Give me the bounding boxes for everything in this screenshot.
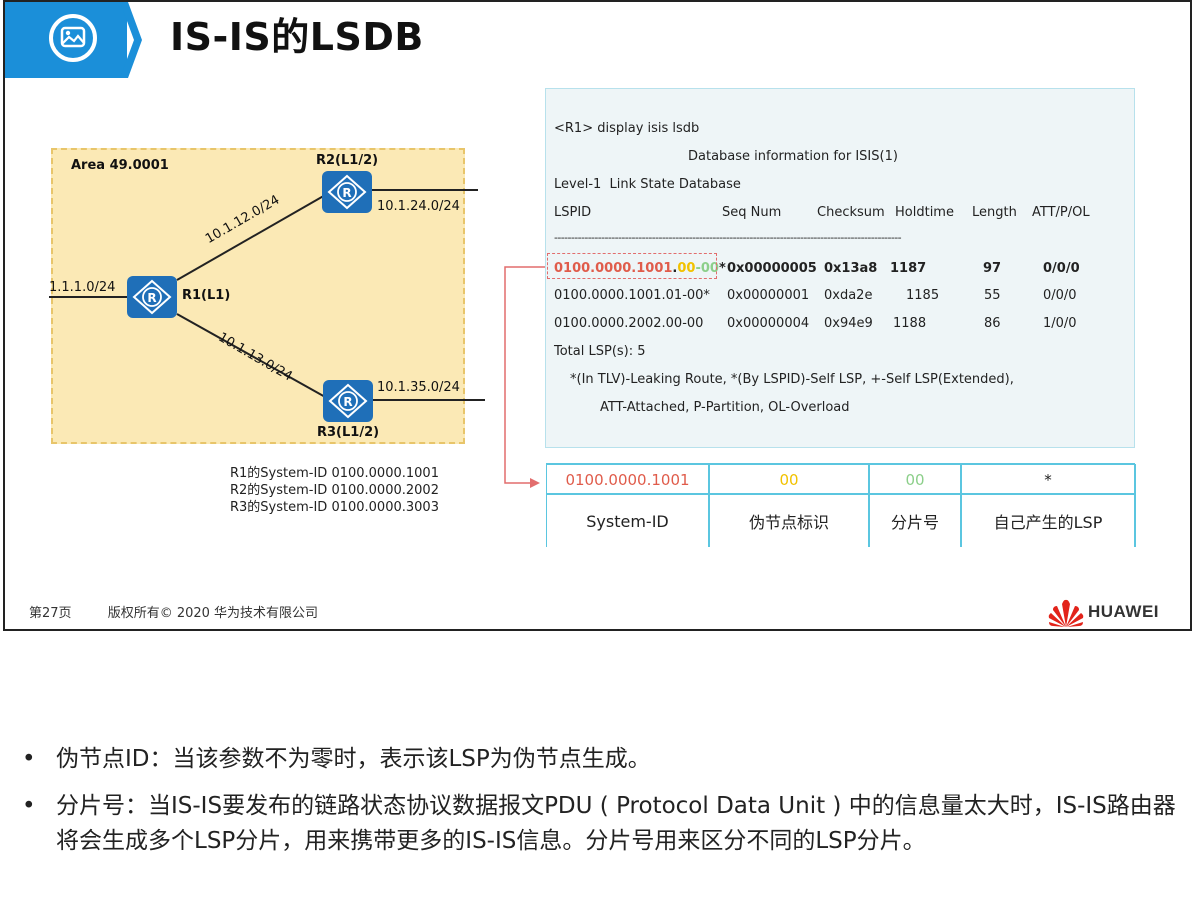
cli-row2-holdtime: 1185 (906, 288, 940, 303)
cli-separator: ----------------------------------------… (554, 231, 902, 244)
cli-total: Total LSP(s): 5 (554, 344, 646, 359)
page-title: IS-IS的LSDB (170, 15, 424, 59)
cli-row1-dot: . (672, 261, 678, 276)
router-icon: R (323, 380, 373, 422)
cli-note-2: ATT-Attached, P-Partition, OL-Overload (600, 400, 850, 415)
system-id-r2: R2的System-ID 0100.0000.2002 (230, 483, 439, 498)
link-r3-ext-label: 10.1.35.0/24 (377, 380, 460, 395)
breakdown-label-frag: 分片号 (890, 513, 939, 532)
breakdown-label-sysid: System-ID (586, 511, 669, 531)
router-r2-label: R2(L1/2) (316, 153, 379, 168)
cli-row1-dash: - (695, 261, 701, 276)
footer: 第27页 版权所有© 2020 华为技术有限公司 (29, 602, 350, 621)
breakdown-value-frag: 00 (905, 470, 925, 489)
cli-row3-length: 86 (984, 316, 1001, 331)
router-r3-label: R3(L1/2) (317, 425, 380, 440)
breakdown-grid (546, 463, 1136, 547)
cli-header-seq: Seq Num (722, 205, 782, 220)
page-number: 第27页 (29, 606, 72, 621)
system-id-list: R1的System-ID 0100.0000.1001 R2的System-ID… (230, 465, 439, 516)
cli-output-panel: <R1> display isis lsdb Database informat… (545, 88, 1135, 448)
area-label: Area 49.0001 (71, 158, 169, 173)
cli-command: <R1> display isis lsdb (554, 121, 700, 136)
bullet-dot: • (22, 746, 36, 772)
breakdown-value-pseudo: 00 (779, 470, 799, 489)
cli-header-checksum: Checksum (817, 205, 885, 220)
router-r1[interactable]: R (126, 275, 178, 319)
header-logo-block (5, 2, 127, 78)
copyright: 版权所有© 2020 华为技术有限公司 (107, 606, 319, 621)
bullet-dot: • (22, 793, 36, 819)
cli-level: Level-1 Link State Database (554, 177, 741, 192)
system-id-r1: R1的System-ID 0100.0000.1001 (230, 466, 439, 481)
cli-header-lspid: LSPID (554, 205, 592, 220)
note-text-pseudo-node: 伪节点ID：当该参数不为零时，表示该LSP为伪节点生成。 (56, 746, 651, 772)
topology-lines (49, 189, 547, 488)
cli-row3-att: 1/0/0 (1043, 316, 1077, 331)
cli-header-holdtime: Holdtime (895, 205, 954, 220)
cli-row1-length: 97 (983, 261, 1002, 276)
router-icon: R (322, 171, 372, 213)
huawei-logo-icon (1048, 599, 1084, 627)
note-bullet: • 伪节点ID：当该参数不为零时，表示该LSP为伪节点生成。 (22, 742, 1182, 777)
cli-row1-att: 0/0/0 (1043, 261, 1080, 276)
cli-row3-checksum: 0x94e9 (824, 316, 873, 331)
cli-row1-checksum: 0x13a8 (824, 261, 878, 276)
system-id-r3: R3的System-ID 0100.0000.3003 (230, 500, 439, 515)
router-r3[interactable]: R (322, 379, 374, 423)
cli-row2-checksum: 0xda2e (824, 288, 873, 303)
header-chevron-icon (120, 2, 142, 78)
cli-row2-seq: 0x00000001 (727, 288, 810, 303)
cli-header-length: Length (972, 205, 1017, 220)
link-r1-ext-label: 1.1.1.0/24 (49, 280, 116, 295)
router-icon: R (127, 276, 177, 318)
slide: IS-IS的LSDB Area 49.0001 R R (3, 0, 1192, 631)
cli-header-att: ATT/P/OL (1032, 205, 1090, 220)
notes-section: • 伪节点ID：当该参数不为零时，表示该LSP为伪节点生成。 • 分片号：当IS… (22, 742, 1182, 871)
router-glyph: R (342, 186, 351, 200)
link-r2-ext-label: 10.1.24.0/24 (377, 199, 460, 214)
cli-row2-att: 0/0/0 (1043, 288, 1077, 303)
cli-row3-lspid: 0100.0000.2002.00-00 (554, 316, 704, 331)
cli-row1-holdtime: 1187 (890, 261, 927, 276)
image-icon (49, 14, 97, 62)
note-text-fragment: 分片号：当IS-IS要发布的链路状态协议数据报文PDU ( Protocol D… (56, 793, 1176, 854)
cli-row1-sysid: 0100.0000.1001 (554, 261, 673, 276)
slide-header: IS-IS的LSDB (5, 2, 1194, 78)
router-r1-label: R1(L1) (182, 288, 231, 303)
cli-row1-pseudo: 00 (677, 261, 696, 276)
lspid-highlight-box (547, 253, 717, 279)
cli-row2-lspid: 0100.0000.1001.01-00* (554, 288, 710, 303)
router-r2[interactable]: R (321, 170, 373, 214)
breakdown-value-sysid: 0100.0000.1001 (565, 470, 690, 489)
breakdown-value-self: * (1044, 470, 1052, 489)
huawei-brand: HUAWEI (1088, 602, 1159, 621)
router-glyph: R (147, 291, 156, 305)
note-bullet: • 分片号：当IS-IS要发布的链路状态协议数据报文PDU ( Protocol… (22, 789, 1182, 859)
cli-row3-seq: 0x00000004 (727, 316, 810, 331)
breakdown-label-self: 自己产生的LSP (993, 513, 1103, 532)
cli-row1-seq: 0x00000005 (727, 261, 817, 276)
router-glyph: R (343, 395, 352, 409)
cli-row1-star: * (718, 261, 726, 276)
cli-row2-length: 55 (984, 288, 1001, 303)
cli-row1-lspid: 0100.0000.1001.00-00* (554, 261, 726, 276)
breakdown-label-pseudo: 伪节点标识 (748, 513, 829, 532)
cli-row3-holdtime: 1188 (893, 316, 927, 331)
cli-row1-frag: 00 (700, 261, 719, 276)
cli-note-1: *(In TLV)-Leaking Route, *(By LSPID)-Sel… (570, 372, 1014, 387)
cli-db-title: Database information for ISIS(1) (688, 149, 898, 164)
